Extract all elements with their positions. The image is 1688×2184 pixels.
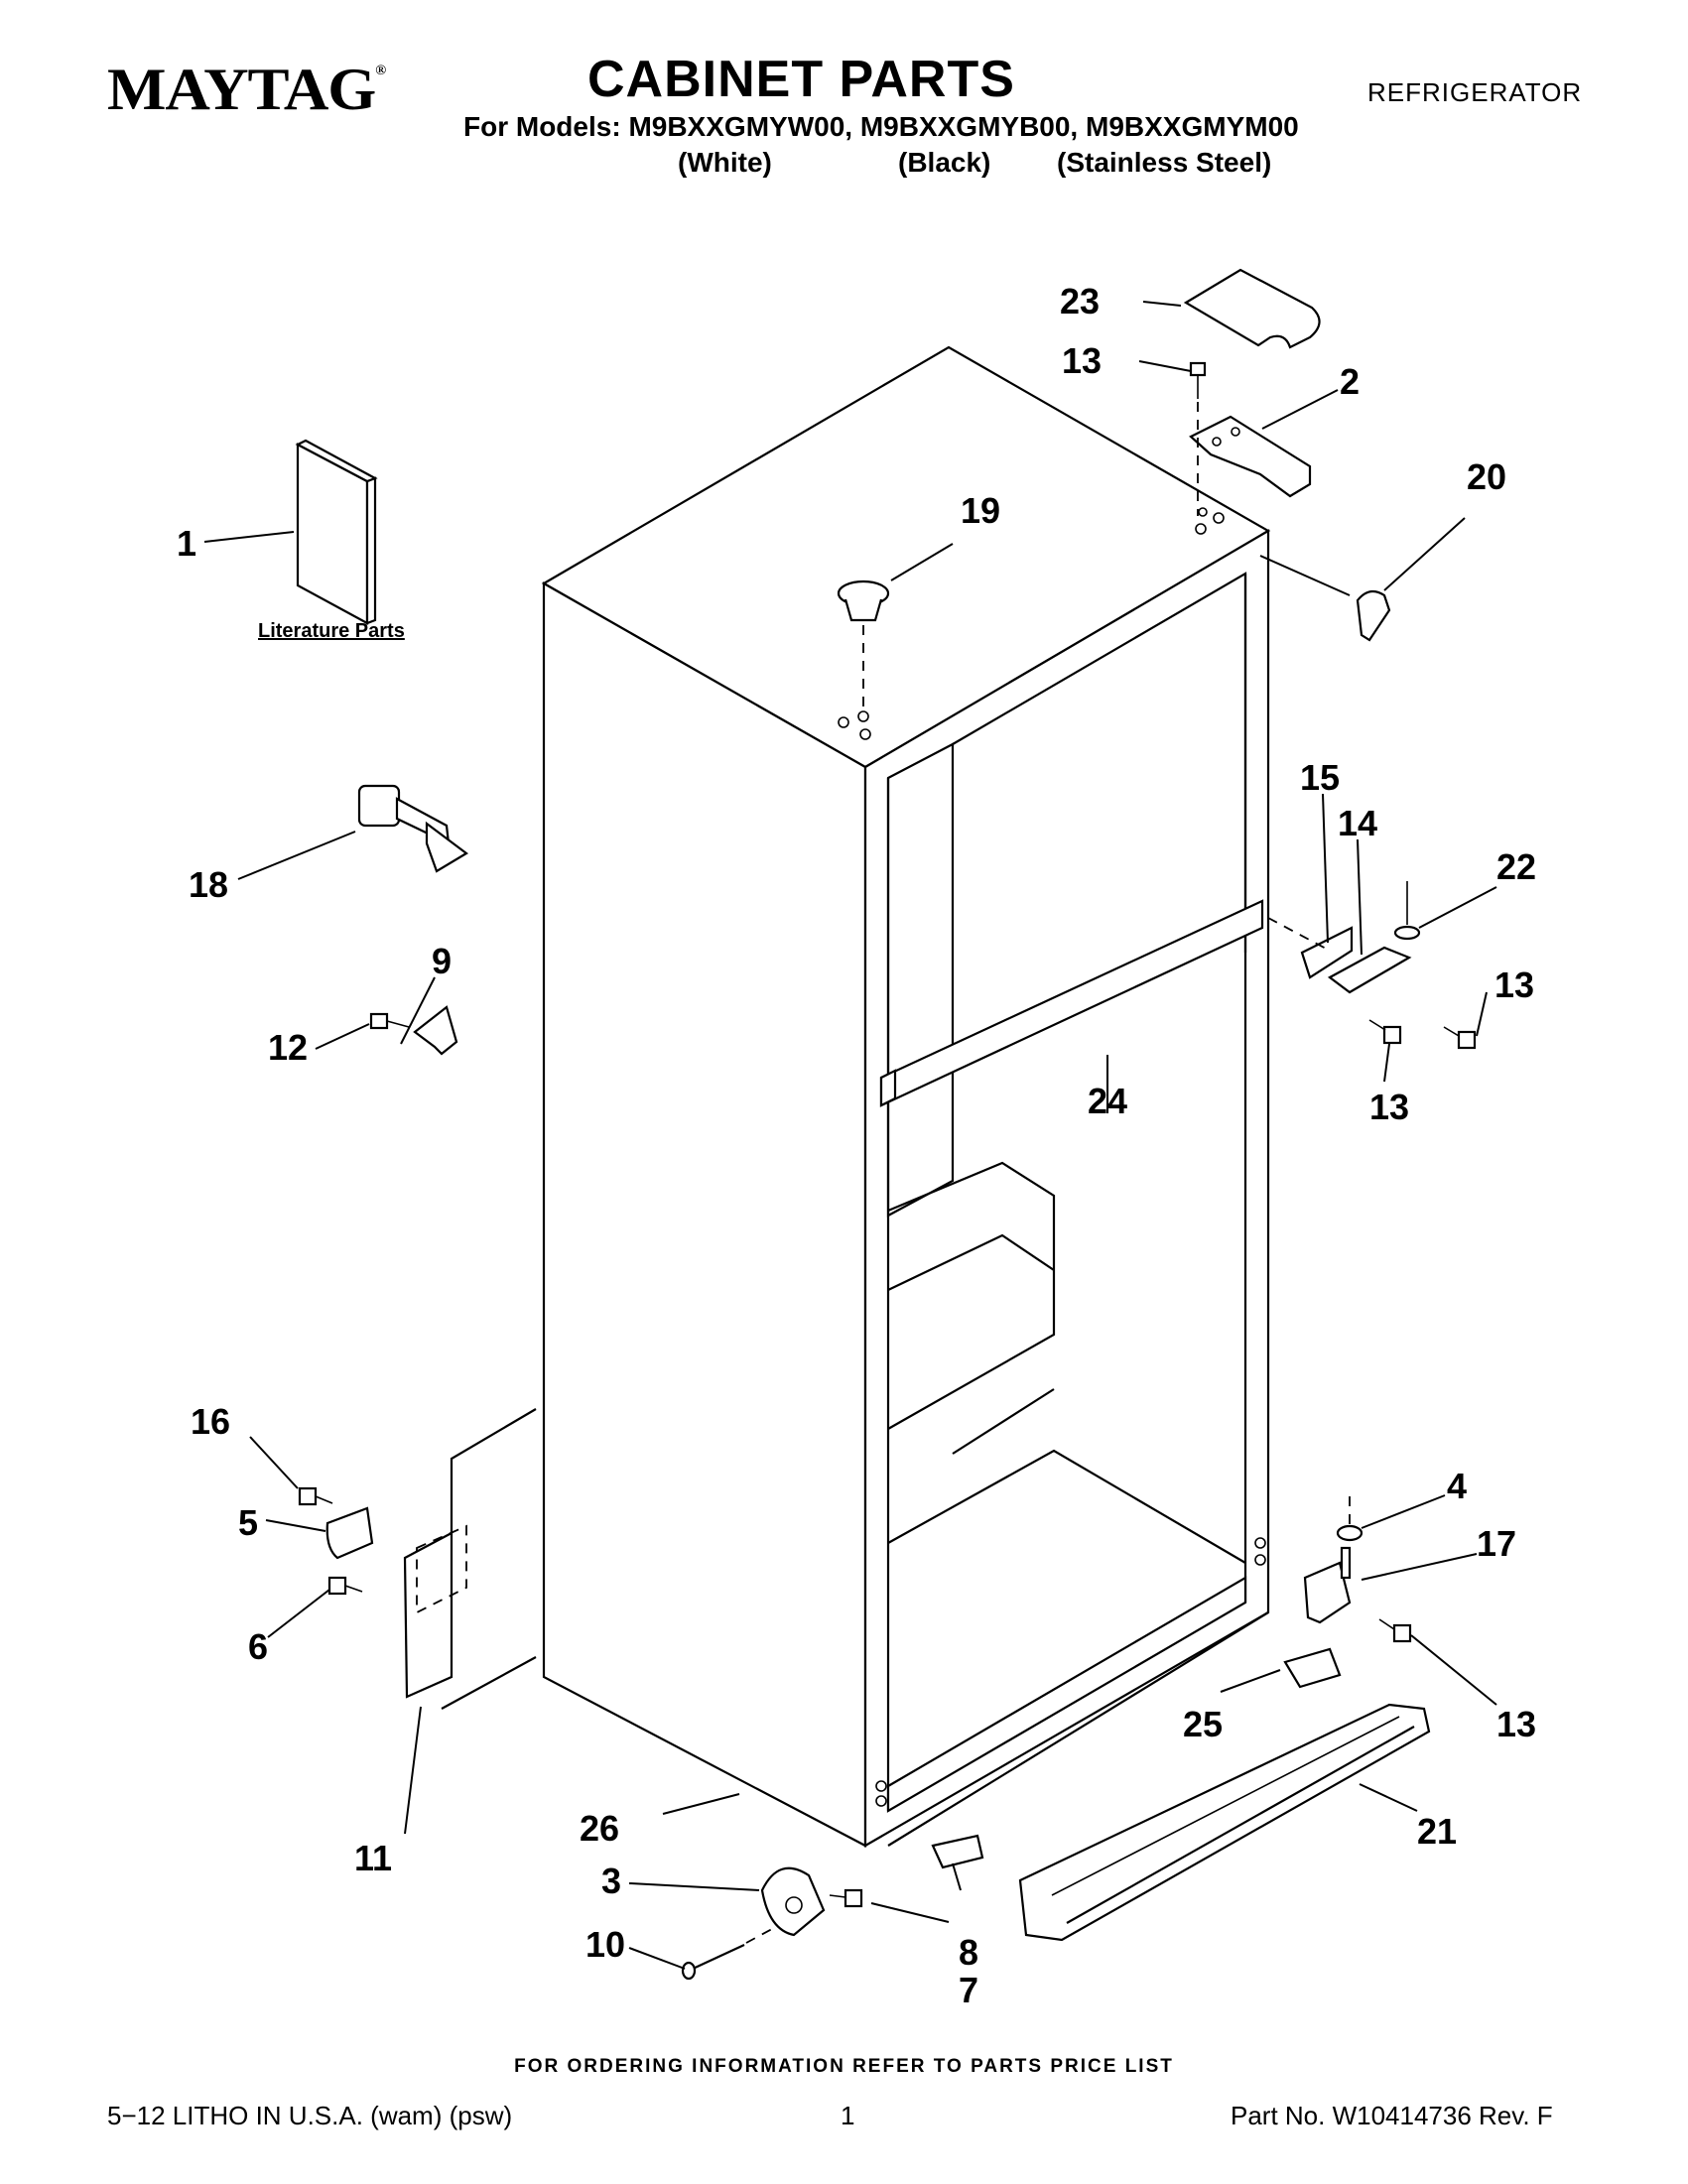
callout-7: 7 bbox=[959, 1970, 978, 2010]
callout-17: 17 bbox=[1477, 1523, 1516, 1564]
mid-hinge-icon bbox=[1267, 917, 1412, 994]
callout-24: 24 bbox=[1088, 1081, 1127, 1121]
callout-numbers: 1 2 3 4 5 6 7 8 9 10 11 12 13 13 13 13 1… bbox=[177, 281, 1536, 2010]
part-number: Part No. W10414736 Rev. F bbox=[1231, 2101, 1553, 2130]
callout-13-bottom: 13 bbox=[1496, 1704, 1536, 1744]
base-grille-icon bbox=[1018, 1703, 1431, 1942]
callout-1: 1 bbox=[177, 523, 196, 564]
screw-13-bottom-icon bbox=[1378, 1618, 1412, 1643]
screw-6-icon bbox=[327, 1576, 363, 1596]
callout-5: 5 bbox=[238, 1502, 258, 1543]
cabinet-body bbox=[541, 345, 1271, 1848]
screw-16-icon bbox=[298, 1486, 333, 1506]
top-hinge-icon bbox=[1189, 415, 1312, 498]
leader-lines bbox=[203, 301, 1497, 1970]
callout-13-mid-right: 13 bbox=[1494, 964, 1534, 1005]
leveling-leg-icon bbox=[1283, 1647, 1342, 1689]
callout-25: 25 bbox=[1183, 1704, 1223, 1744]
callout-20: 20 bbox=[1467, 456, 1506, 497]
callout-13-mid-lower: 13 bbox=[1369, 1087, 1409, 1127]
callout-14: 14 bbox=[1338, 803, 1377, 843]
registered-mark: ® bbox=[375, 64, 386, 78]
literature-booklet-icon bbox=[295, 439, 378, 625]
callout-12: 12 bbox=[268, 1027, 308, 1068]
screw-13-top-icon bbox=[1189, 361, 1207, 399]
variant-white: (White) bbox=[678, 147, 772, 178]
washer-4-icon bbox=[1336, 1524, 1363, 1542]
callout-23: 23 bbox=[1060, 281, 1100, 321]
washer-22-icon bbox=[1393, 881, 1421, 941]
page-title: CABINET PARTS bbox=[587, 51, 1015, 108]
appliance-category: REFRIGERATOR bbox=[1367, 77, 1583, 107]
callout-3: 3 bbox=[601, 1861, 621, 1901]
screw-12-icon bbox=[369, 1012, 410, 1030]
callout-18: 18 bbox=[189, 864, 228, 905]
clip-5-icon bbox=[325, 1506, 374, 1560]
door-stop-icon bbox=[357, 784, 468, 873]
hinge-cover-icon bbox=[1183, 268, 1321, 349]
callout-16: 16 bbox=[191, 1401, 230, 1442]
callout-9: 9 bbox=[432, 941, 452, 981]
callout-26: 26 bbox=[580, 1808, 619, 1849]
callout-10: 10 bbox=[585, 1924, 625, 1965]
brand-name: MAYTAG bbox=[107, 57, 376, 122]
side-bracket-icon bbox=[403, 1408, 537, 1710]
screw-13-mid-icon bbox=[1368, 1019, 1477, 1050]
literature-parts-label: Literature Parts bbox=[258, 620, 405, 642]
top-plug-icon bbox=[837, 579, 890, 622]
callout-2: 2 bbox=[1340, 361, 1360, 402]
screw-7-icon bbox=[829, 1888, 863, 1908]
hinge-pin-cover-icon bbox=[1356, 589, 1391, 642]
callout-13-top: 13 bbox=[1062, 340, 1102, 381]
lower-hinge-icon bbox=[1303, 1546, 1352, 1624]
callout-19: 19 bbox=[961, 490, 1000, 531]
callout-6: 6 bbox=[248, 1626, 268, 1667]
callout-21: 21 bbox=[1417, 1811, 1457, 1852]
ordering-note: FOR ORDERING INFORMATION REFER TO PARTS … bbox=[514, 2056, 1174, 2077]
page-number: 1 bbox=[841, 2101, 855, 2130]
variant-stainless: (Stainless Steel) bbox=[1057, 147, 1272, 178]
variant-black: (Black) bbox=[898, 147, 991, 178]
print-info: 5−12 LITHO IN U.S.A. (wam) (psw) bbox=[107, 2101, 513, 2130]
roller-icon bbox=[760, 1866, 826, 1937]
brand-logo: MAYTAG® bbox=[107, 56, 386, 124]
leveling-foot-icon bbox=[931, 1834, 984, 1869]
callout-15: 15 bbox=[1300, 757, 1340, 798]
clip-9-icon bbox=[413, 1005, 458, 1056]
callout-4: 4 bbox=[1447, 1466, 1467, 1506]
callout-22: 22 bbox=[1496, 846, 1536, 887]
callout-8: 8 bbox=[959, 1932, 978, 1973]
models-line: For Models: M9BXXGMYW00, M9BXXGMYB00, M9… bbox=[463, 111, 1299, 142]
pin-10-icon bbox=[681, 1944, 745, 1981]
callout-11: 11 bbox=[354, 1838, 392, 1878]
